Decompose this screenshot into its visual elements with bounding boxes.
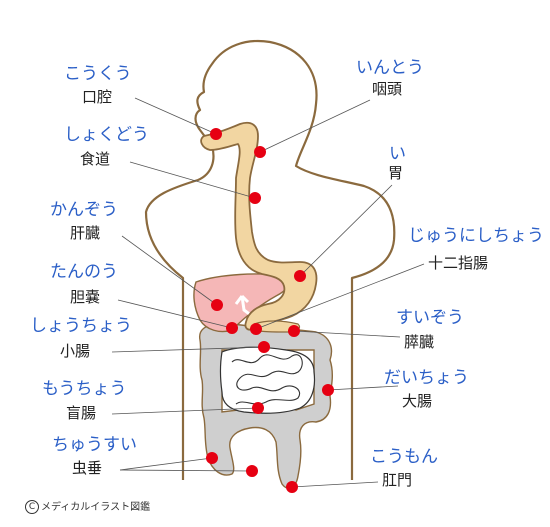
marker-cecum [252, 402, 264, 414]
marker-appendix [206, 452, 218, 464]
mouth-kanji-label: 口腔 [82, 88, 113, 106]
gallbladder-kanji-label: 胆嚢 [70, 288, 101, 306]
marker-gallbladder [226, 322, 238, 334]
leader-line-cecum [111, 407, 259, 415]
credit-text: メディカルイラスト図鑑 [41, 502, 151, 513]
large-intestine-kana-label: だいちょう [384, 368, 469, 388]
small-intestine-kana-label: しょうちょう [30, 316, 132, 336]
esophagus-kana-label: しょくどう [64, 125, 149, 145]
leader-line-duodenum [255, 263, 425, 330]
marker-esophagus [249, 192, 261, 204]
copyright-symbol: C [25, 500, 39, 514]
cecum-kana-label: もうちょう [42, 379, 127, 399]
leader-line-small-intestine [111, 346, 265, 353]
esophagus-kanji-label: 食道 [80, 150, 111, 168]
anus-kanji-label: 肛門 [382, 471, 413, 489]
leader-line-pharynx [259, 99, 371, 153]
marker-large-intestine [322, 384, 334, 396]
stomach-kana-label: い [389, 144, 406, 164]
duodenum-kanji-label: 十二指腸 [428, 254, 489, 272]
leader-line-pancreas [293, 330, 401, 338]
organ-markers [206, 128, 334, 493]
pharynx-kanji-label: 咽頭 [372, 80, 403, 98]
leader-line-large-intestine [327, 385, 399, 391]
gallbladder-kana-label: たんのう [50, 262, 118, 282]
appendix-kana-label: ちゅうすい [52, 435, 137, 455]
large-intestine-kanji-label: 大腸 [402, 392, 433, 410]
marker-mouth [210, 128, 222, 140]
marker-stomach [294, 270, 306, 282]
marker-duodenum [250, 323, 262, 335]
body-silhouette [144, 39, 396, 480]
liver-kana-label: かんぞう [50, 200, 118, 220]
pharynx-kana-label: いんとう [356, 58, 424, 78]
marker-anus [286, 481, 298, 493]
small-intestine-shape [219, 346, 316, 414]
anus-kana-label: こうもん [370, 447, 438, 467]
small-intestine-coils [231, 354, 303, 405]
marker-small-intestine [258, 341, 270, 353]
marker-liver [211, 299, 223, 311]
small-intestine-kanji-label: 小腸 [60, 342, 91, 360]
leader-line-appendix [119, 457, 213, 471]
liver-kanji-label: 肝臓 [70, 224, 101, 242]
pancreas-kana-label: すいぞう [396, 308, 464, 328]
leader-lines [111, 97, 425, 488]
cecum-kanji-label: 盲腸 [66, 404, 97, 422]
appendix-kanji-label: 虫垂 [72, 459, 103, 477]
marker-pharynx [254, 146, 266, 158]
leader-line-anus [291, 481, 379, 488]
mouth-kana-label: こうくう [64, 64, 132, 84]
marker-appendix2 [246, 465, 258, 477]
leader-line-appendix2 [119, 469, 253, 472]
leader-line-liver [121, 235, 218, 306]
marker-pancreas [288, 325, 300, 337]
leader-line-gallbladder [117, 299, 233, 329]
leader-line-mouth [134, 97, 217, 135]
pancreas-kanji-label: 膵臓 [404, 333, 435, 351]
stomach-kanji-label: 胃 [388, 164, 404, 182]
leader-line-stomach [299, 184, 393, 277]
leader-line-esophagus [129, 161, 256, 199]
duodenum-kana-label: じゅうにしちょう [408, 226, 544, 246]
